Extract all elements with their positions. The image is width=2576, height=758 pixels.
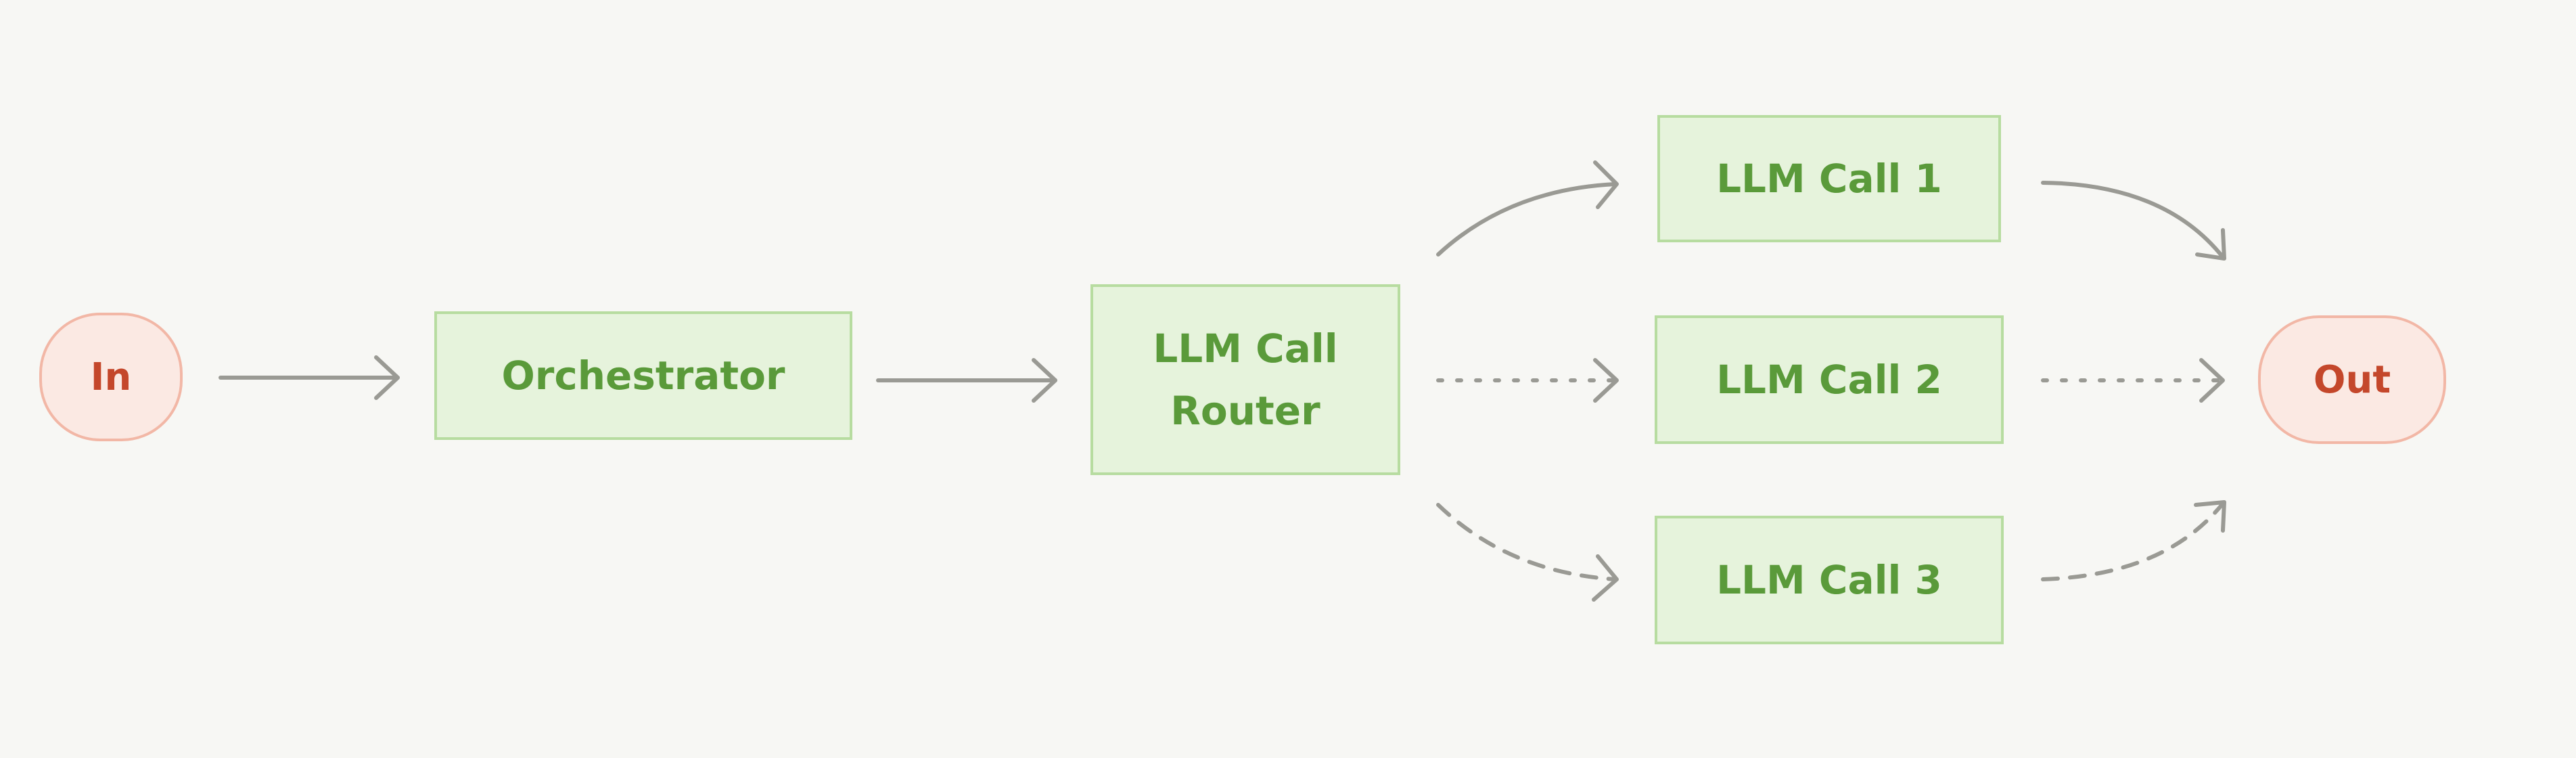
- edge-call1-out: [2041, 181, 2225, 259]
- node-router-label-line2: Router: [1170, 388, 1320, 434]
- node-in-label: In: [90, 355, 132, 399]
- arrowhead-call3-out: [2194, 500, 2226, 533]
- edge-router-call3: [1436, 503, 1617, 581]
- node-router-label-line1: LLM Call: [1153, 326, 1338, 372]
- node-llm-call-3: LLM Call 3: [1655, 516, 2004, 644]
- node-call2-label: LLM Call 2: [1716, 357, 1942, 403]
- arrowhead-router-call2: [1593, 358, 1619, 403]
- arrowhead-orchestrator-router: [1032, 358, 1057, 403]
- node-orchestrator: Orchestrator: [434, 311, 852, 440]
- node-in: In: [39, 313, 183, 441]
- node-llm-call-1: LLM Call 1: [1657, 115, 2001, 242]
- arrowhead-router-call3: [1592, 554, 1619, 602]
- edge-call3-out: [2041, 501, 2225, 581]
- arrowhead-in-orchestrator: [374, 355, 400, 400]
- arrowhead-call2-out: [2199, 358, 2225, 403]
- node-out: Out: [2258, 315, 2446, 444]
- node-call1-label: LLM Call 1: [1716, 156, 1942, 202]
- node-call3-label: LLM Call 3: [1716, 557, 1942, 603]
- arrowhead-router-call1: [1593, 160, 1619, 209]
- node-orchestrator-label: Orchestrator: [501, 353, 785, 399]
- edge-router-call1: [1436, 182, 1617, 257]
- node-llm-call-2: LLM Call 2: [1655, 315, 2004, 444]
- arrowhead-call1-out: [2195, 228, 2226, 261]
- node-llm-call-router: LLM Call Router: [1090, 284, 1400, 475]
- node-out-label: Out: [2313, 357, 2391, 402]
